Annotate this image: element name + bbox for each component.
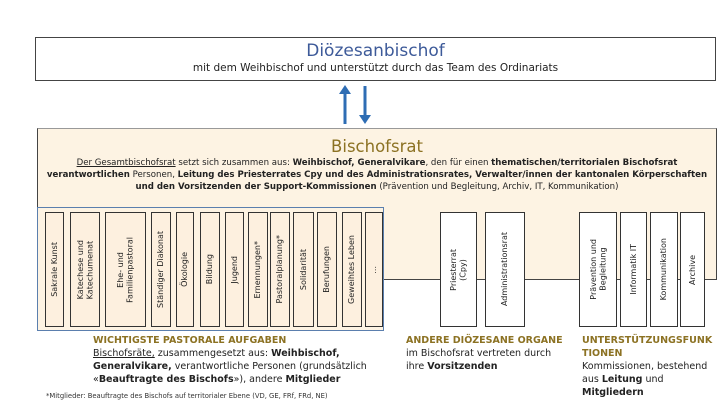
desc-text: Personen, — [129, 170, 178, 180]
box-label: Archive — [687, 254, 697, 285]
desc-bold: Vorsitzenden — [427, 361, 498, 372]
desc-link: Bischofsräte, — [93, 348, 155, 359]
support-box: Kommunikation — [650, 212, 678, 327]
pastoral-box: ... — [365, 212, 383, 327]
box-label: Informatik IT — [628, 244, 638, 295]
desc-bold: Leitung — [601, 374, 643, 385]
box-label: Katechese und Katechumenat — [75, 239, 95, 300]
pastoral-box: Sakrale Kunst — [45, 212, 64, 327]
pastoral-box: Berufungen — [317, 212, 337, 327]
organ-box: Priesterrat (Cpy) — [440, 212, 477, 327]
pastoral-box: Ernennungen* — [248, 212, 268, 327]
box-label: Berufungen — [322, 246, 332, 293]
pastoral-legend: WICHTIGSTE PASTORALE AUFGABEN Bischofsrä… — [93, 334, 383, 386]
pastoral-box: Ehe- und Familienpastoral — [105, 212, 146, 327]
organ-legend: ANDERE DIÖZESANE ORGANE im Bischofsrat v… — [406, 334, 566, 373]
desc-text: im Bischofsrat vertreten durch ihre — [406, 348, 552, 372]
desc-bold: Beauftragte des Bischofs — [98, 374, 234, 385]
pastoral-heading: WICHTIGSTE PASTORALE AUFGABEN — [93, 335, 287, 346]
desc-bold: Weihbischof, Generalvikare — [292, 158, 426, 168]
box-label: Ökologie — [180, 252, 190, 287]
box-label: Ständiger Diakonat — [156, 231, 166, 308]
pastoral-box: Katechese und Katechumenat — [70, 212, 100, 327]
organ-heading: ANDERE DIÖZESANE ORGANE — [406, 335, 563, 346]
support-heading: UNTERSTÜTZUNGSFUNK TIONEN — [582, 335, 713, 359]
box-label: Ernennungen* — [253, 240, 263, 299]
box-label: Solidarität — [298, 248, 308, 291]
box-label: Bildung — [205, 254, 215, 285]
desc-bold: thematischen/territorialen Bischofsrat v… — [46, 158, 678, 180]
bishop-box: Diözesanbischof mit dem Weihbischof und … — [35, 37, 716, 81]
pastoral-box: Jugend — [225, 212, 244, 327]
council-description: Der Gesamtbischofsrat setzt sich zusamme… — [38, 157, 716, 193]
pastoral-box: Solidarität — [293, 212, 314, 327]
support-box: Archive — [680, 212, 705, 327]
box-label: Sakrale Kunst — [49, 242, 59, 297]
council-title: Bischofsrat — [331, 137, 423, 156]
box-label: Jugend — [229, 255, 239, 284]
pastoral-box: Geweihtes Leben — [342, 212, 362, 327]
box-label: Kommunikation — [659, 238, 669, 301]
organ-box: Administrationsrat — [485, 212, 525, 327]
bishop-title: Diözesanbischof — [306, 41, 445, 61]
desc-text: zusammengesetzt aus: — [154, 348, 272, 359]
pastoral-box: Pastoralplanung* — [270, 212, 290, 327]
support-description: Kommissionen, bestehend aus Leitung und … — [582, 360, 722, 399]
box-label: Geweihtes Leben — [347, 235, 357, 304]
desc-bold: Mitglieder — [285, 374, 341, 385]
desc-text: setzt sich zusammen aus: — [175, 158, 293, 168]
desc-text: , den für einen — [425, 158, 492, 168]
council-desc-link: Der Gesamtbischofsrat — [76, 158, 176, 168]
footnote: *Mitglieder: Beauftragte des Bischofs au… — [46, 392, 328, 400]
support-legend: UNTERSTÜTZUNGSFUNK TIONEN Kommissionen, … — [582, 334, 722, 399]
desc-text: Kommissionen, bestehend aus — [582, 361, 708, 385]
desc-text: und — [642, 374, 664, 385]
box-label: ... — [369, 265, 379, 274]
support-box: Informatik IT — [620, 212, 647, 327]
box-label: Administrationsrat — [500, 232, 510, 307]
desc-bold: Leitung des Priesterrates Cpy und des Ad… — [135, 170, 708, 192]
box-label: Pastoralplanung* — [275, 235, 285, 304]
desc-text: »), andere — [233, 374, 286, 385]
desc-text: verantwortliche Personen (grundsätzlich … — [93, 361, 367, 385]
box-label: Prävention und Begleitung — [588, 239, 608, 300]
box-label: Priesterrat (Cpy) — [449, 248, 468, 291]
desc-bold: Mitgliedern — [582, 387, 644, 398]
organ-description: im Bischofsrat vertreten durch ihre Vors… — [406, 347, 566, 373]
bidirectional-arrows-icon — [339, 85, 371, 124]
desc-text: (Prävention und Begleitung, Archiv, IT, … — [376, 182, 619, 192]
box-label: Ehe- und Familienpastoral — [116, 236, 135, 303]
desc-bold: Weihbischof, Generalvikare, — [93, 348, 340, 372]
pastoral-box: Bildung — [200, 212, 220, 327]
support-box: Prävention und Begleitung — [579, 212, 617, 327]
bishop-subtitle: mit dem Weihbischof und unterstützt durc… — [192, 62, 559, 74]
pastoral-description: Bischofsräte, zusammengesetzt aus: Weihb… — [93, 347, 383, 386]
pastoral-box: Ständiger Diakonat — [151, 212, 171, 327]
pastoral-box: Ökologie — [176, 212, 194, 327]
